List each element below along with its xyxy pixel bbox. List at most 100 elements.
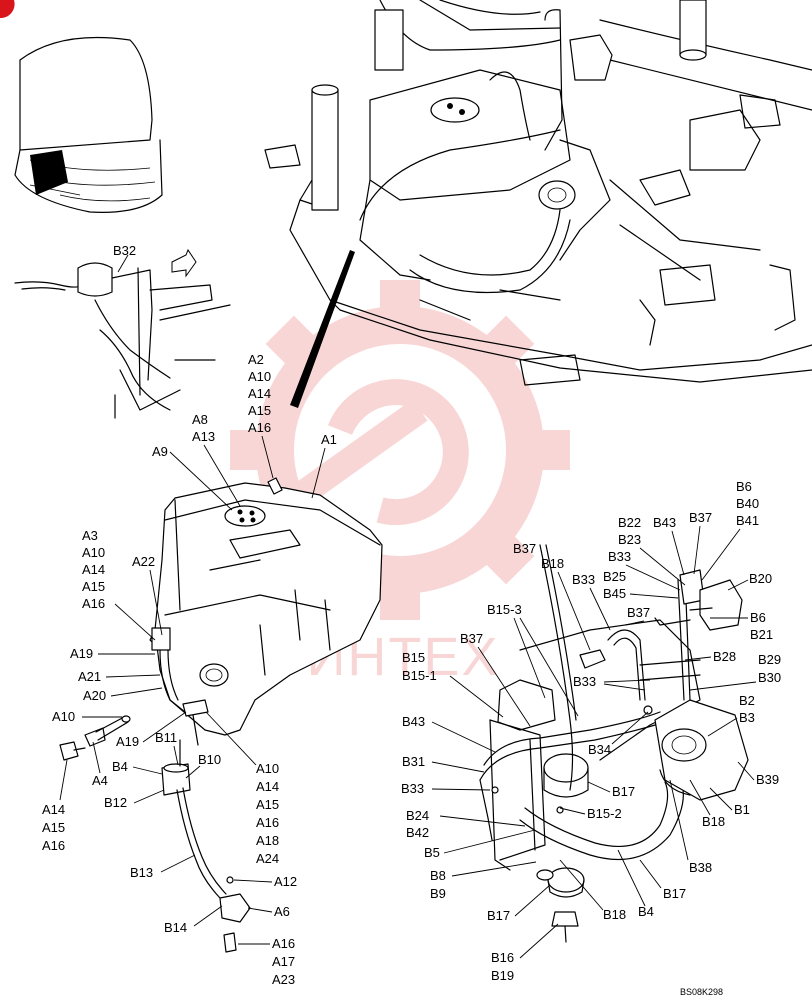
label-b6: B6 <box>736 479 752 494</box>
label-b19: B19 <box>491 968 514 983</box>
label-b2: B2 <box>739 693 755 708</box>
label-b15-3: B15-3 <box>487 602 522 617</box>
label-a2-group-1: A10 <box>248 369 271 384</box>
label-a2-group-2: A14 <box>248 386 271 401</box>
label-b29: B29 <box>758 652 781 667</box>
label-b14: B14 <box>164 920 187 935</box>
label-a19-mid: A19 <box>116 734 139 749</box>
label-a1: A1 <box>321 432 337 447</box>
label-b20: B20 <box>749 571 772 586</box>
label-a15-left: A15 <box>42 820 65 835</box>
label-b37-left: B37 <box>513 541 536 556</box>
label-b10: B10 <box>198 752 221 767</box>
label-a19-top: A19 <box>70 646 93 661</box>
label-a10-right-4: A18 <box>256 833 279 848</box>
label-b39: B39 <box>756 772 779 787</box>
label-b15-1: B15-1 <box>402 668 437 683</box>
label-b22: B22 <box>618 515 641 530</box>
label-a16-bottom: A16 <box>272 936 295 951</box>
label-b41: B41 <box>736 513 759 528</box>
label-b5: B5 <box>424 845 440 860</box>
label-b15-2: B15-2 <box>587 806 622 821</box>
label-a4: A4 <box>92 773 108 788</box>
label-a2-group-3: A15 <box>248 403 271 418</box>
label-b4-left: B4 <box>112 759 128 774</box>
label-a10-right-0: A10 <box>256 761 279 776</box>
label-b33-top: B33 <box>572 572 595 587</box>
label-a8: A8 <box>192 412 208 427</box>
label-a23-bottom: A23 <box>272 972 295 987</box>
label-b21: B21 <box>750 627 773 642</box>
label-a16-left: A16 <box>42 838 65 853</box>
label-b12: B12 <box>104 795 127 810</box>
diagram-code: BS08K298 <box>680 987 723 997</box>
label-b18-top: B18 <box>541 556 564 571</box>
label-a3-4: A16 <box>82 596 105 611</box>
hose-labels: B22 B23 B43 B37 B6 B40 B41 B37 B18 B33 B… <box>401 479 781 983</box>
corner-badge <box>0 0 15 19</box>
label-b30: B30 <box>758 670 781 685</box>
label-b33-left: B33 <box>401 781 424 796</box>
label-b25: B25 <box>603 569 626 584</box>
label-b17-mid: B17 <box>612 784 635 799</box>
label-b8: B8 <box>430 868 446 883</box>
label-b37-mid: B37 <box>627 605 650 620</box>
label-a3-0: A3 <box>82 528 98 543</box>
label-b18-bottom: B18 <box>603 907 626 922</box>
label-a10-right-3: A16 <box>256 815 279 830</box>
label-a10-right-1: A14 <box>256 779 279 794</box>
label-b34: B34 <box>588 742 611 757</box>
label-a14-left: A14 <box>42 802 65 817</box>
label-a2-group-4: A16 <box>248 420 271 435</box>
label-b31: B31 <box>402 754 425 769</box>
tank-labels: A2 A10 A14 A15 A16 A8 A13 A9 A1 A3 A10 A… <box>42 352 337 987</box>
label-a2-group-0: A2 <box>248 352 264 367</box>
label-b17-left: B17 <box>487 908 510 923</box>
label-a6: A6 <box>274 904 290 919</box>
label-b17-right: B17 <box>663 886 686 901</box>
label-a3-3: A15 <box>82 579 105 594</box>
label-a10-right-2: A15 <box>256 797 279 812</box>
label-b40: B40 <box>736 496 759 511</box>
label-b23: B23 <box>618 532 641 547</box>
label-a10-left: A10 <box>52 709 75 724</box>
label-b43-top: B43 <box>653 515 676 530</box>
label-a3-1: A10 <box>82 545 105 560</box>
label-a12: A12 <box>274 874 297 889</box>
label-a3-2: A14 <box>82 562 105 577</box>
label-b15: B15 <box>402 650 425 665</box>
pointer-arrow <box>290 250 355 408</box>
label-b9: B9 <box>430 886 446 901</box>
detail-harness <box>14 248 231 419</box>
label-b33-mid: B33 <box>608 549 631 564</box>
label-b43-left: B43 <box>402 714 425 729</box>
label-b45: B45 <box>603 586 626 601</box>
fuel-tank-assembly <box>59 477 383 953</box>
label-b33-right: B33 <box>573 674 596 689</box>
label-b18-right: B18 <box>702 814 725 829</box>
label-a9: A9 <box>152 444 168 459</box>
label-a21: A21 <box>78 669 101 684</box>
label-b32: B32 <box>113 243 136 258</box>
label-a22: A22 <box>132 554 155 569</box>
label-b4-right: B4 <box>638 904 654 919</box>
label-b1: B1 <box>734 802 750 817</box>
label-b37-top: B37 <box>689 510 712 525</box>
label-b16: B16 <box>491 950 514 965</box>
label-a10-right-5: A24 <box>256 851 279 866</box>
label-b37-small: B37 <box>460 631 483 646</box>
label-b11: B11 <box>155 730 177 745</box>
label-b13: B13 <box>130 865 153 880</box>
label-b28: B28 <box>713 649 736 664</box>
label-b6-2: B6 <box>750 610 766 625</box>
label-a20: A20 <box>83 688 106 703</box>
label-b3: B3 <box>739 710 755 725</box>
label-b42: B42 <box>406 825 429 840</box>
label-a17-bottom: A17 <box>272 954 295 969</box>
key-map-machine <box>14 36 163 213</box>
machine-frame-overview <box>264 0 812 408</box>
label-b24: B24 <box>406 808 429 823</box>
label-a13: A13 <box>192 429 215 444</box>
